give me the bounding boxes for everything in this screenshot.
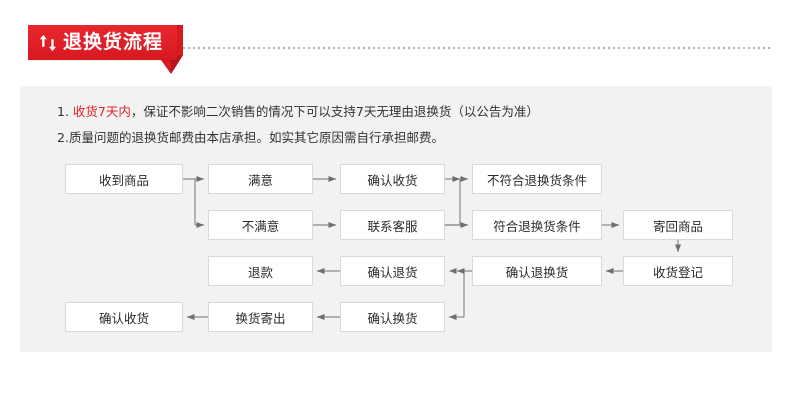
policy-note-1: 1. 收货7天内，保证不影响二次销售的情况下可以支持7天无理由退换货（以公告为准… xyxy=(57,104,539,120)
flow-node-confirm-receipt[interactable]: 确认收货 xyxy=(340,164,445,194)
flow-node-received-goods[interactable]: 收到商品 xyxy=(65,164,183,194)
flow-node-exchange-shipped[interactable]: 换货寄出 xyxy=(208,302,313,332)
policy-note-1-highlight: 收货7天内 xyxy=(72,104,131,119)
flow-node-contact-service[interactable]: 联系客服 xyxy=(340,210,445,240)
flow-node-not-eligible[interactable]: 不符合退换货条件 xyxy=(472,164,602,194)
flow-node-refund[interactable]: 退款 xyxy=(208,256,313,286)
policy-note-2-number: 2. xyxy=(57,130,69,145)
exchange-arrows-icon xyxy=(39,34,56,51)
flow-node-goods-registration[interactable]: 收货登记 xyxy=(623,256,733,286)
header-dotted-divider xyxy=(178,47,770,49)
policy-note-2: 2.质量问题的退换货邮费由本店承担。如实其它原因需自行承担邮费。 xyxy=(57,130,444,146)
page-header: 退换货流程 xyxy=(0,0,790,80)
policy-note-2-text: 质量问题的退换货邮费由本店承担。如实其它原因需自行承担邮费。 xyxy=(68,130,444,145)
flow-node-unsatisfied[interactable]: 不满意 xyxy=(208,210,313,240)
section-title-banner: 退换货流程 xyxy=(28,25,178,60)
flow-node-confirm-exchange[interactable]: 确认换货 xyxy=(340,302,445,332)
policy-note-1-text: ，保证不影响二次销售的情况下可以支持7天无理由退换货（以公告为准） xyxy=(130,104,539,119)
policy-note-1-number: 1. xyxy=(57,104,69,119)
returns-flowchart: 收到商品 满意 确认收货 不符合退换货条件 不满意 联系客服 符合退换货条件 寄… xyxy=(20,86,772,352)
flow-node-send-back-goods[interactable]: 寄回商品 xyxy=(623,210,733,240)
flow-node-satisfied[interactable]: 满意 xyxy=(208,164,313,194)
flow-node-confirm-return-exchange[interactable]: 确认退换货 xyxy=(472,256,602,286)
flow-node-confirm-return[interactable]: 确认退货 xyxy=(340,256,445,286)
return-policy-panel: 1. 收货7天内，保证不影响二次销售的情况下可以支持7天无理由退换货（以公告为准… xyxy=(20,86,772,352)
flow-node-eligible[interactable]: 符合退换货条件 xyxy=(472,210,602,240)
section-title-text: 退换货流程 xyxy=(63,31,164,53)
flow-node-confirm-receipt-2[interactable]: 确认收货 xyxy=(65,302,183,332)
